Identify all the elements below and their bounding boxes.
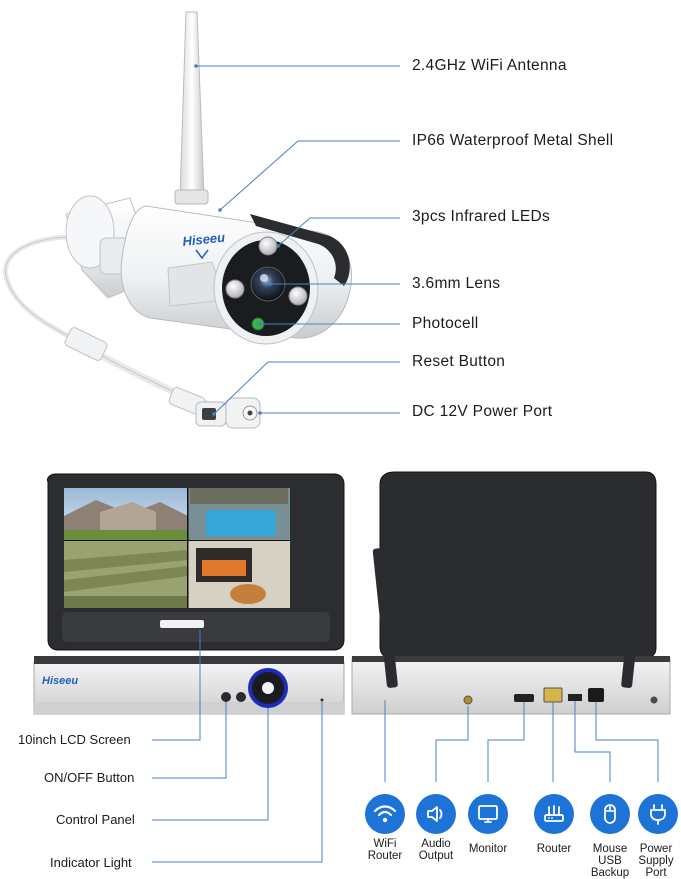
- callout-control-panel: Control Panel: [56, 812, 135, 827]
- port-label-mouse: Mouse USB Backup: [590, 843, 630, 879]
- port-label-router: Router: [536, 843, 572, 855]
- callout-antenna: 2.4GHz WiFi Antenna: [412, 57, 567, 74]
- camera-callout-lines: [196, 65, 400, 415]
- callout-infrared-leds: 3pcs Infrared LEDs: [412, 208, 551, 225]
- callout-power-port: DC 12V Power Port: [412, 403, 553, 420]
- power-plug-icon: [638, 794, 678, 834]
- speaker-icon: [416, 794, 456, 834]
- port-label-power: Power Supply Port: [638, 843, 674, 879]
- port-label-audio: Audio Output: [418, 838, 454, 862]
- callout-indicator-light: Indicator Light: [50, 855, 132, 870]
- nvr-rear-callout-lines: [384, 700, 659, 782]
- callout-reset-button: Reset Button: [412, 353, 506, 370]
- callout-lens: 3.6mm Lens: [412, 275, 501, 292]
- mouse-icon: [590, 794, 630, 834]
- callout-photocell: Photocell: [412, 315, 479, 332]
- wifi-router-icon: [365, 794, 405, 834]
- nvr-front-callout-lines: [152, 630, 323, 863]
- nvr-front-view: Hiseeu: [33, 473, 345, 715]
- callout-lcd-screen: 10inch LCD Screen: [18, 732, 131, 747]
- camera-brand-logo: Hiseeu: [182, 230, 226, 249]
- lcd-screen: [64, 488, 290, 608]
- router-icon: [534, 794, 574, 834]
- callout-shell: IP66 Waterproof Metal Shell: [412, 132, 614, 149]
- port-label-monitor: Monitor: [468, 843, 508, 855]
- antenna-graphic: [179, 11, 205, 197]
- callout-onoff-button: ON/OFF Button: [44, 770, 135, 785]
- port-label-wifi: WiFi Router: [367, 838, 403, 862]
- nvr-rear-view: [351, 471, 671, 715]
- monitor-icon: [468, 794, 508, 834]
- nvr-brand-logo: Hiseeu: [42, 675, 78, 687]
- bullet-camera: Hiseeu: [2, 11, 352, 429]
